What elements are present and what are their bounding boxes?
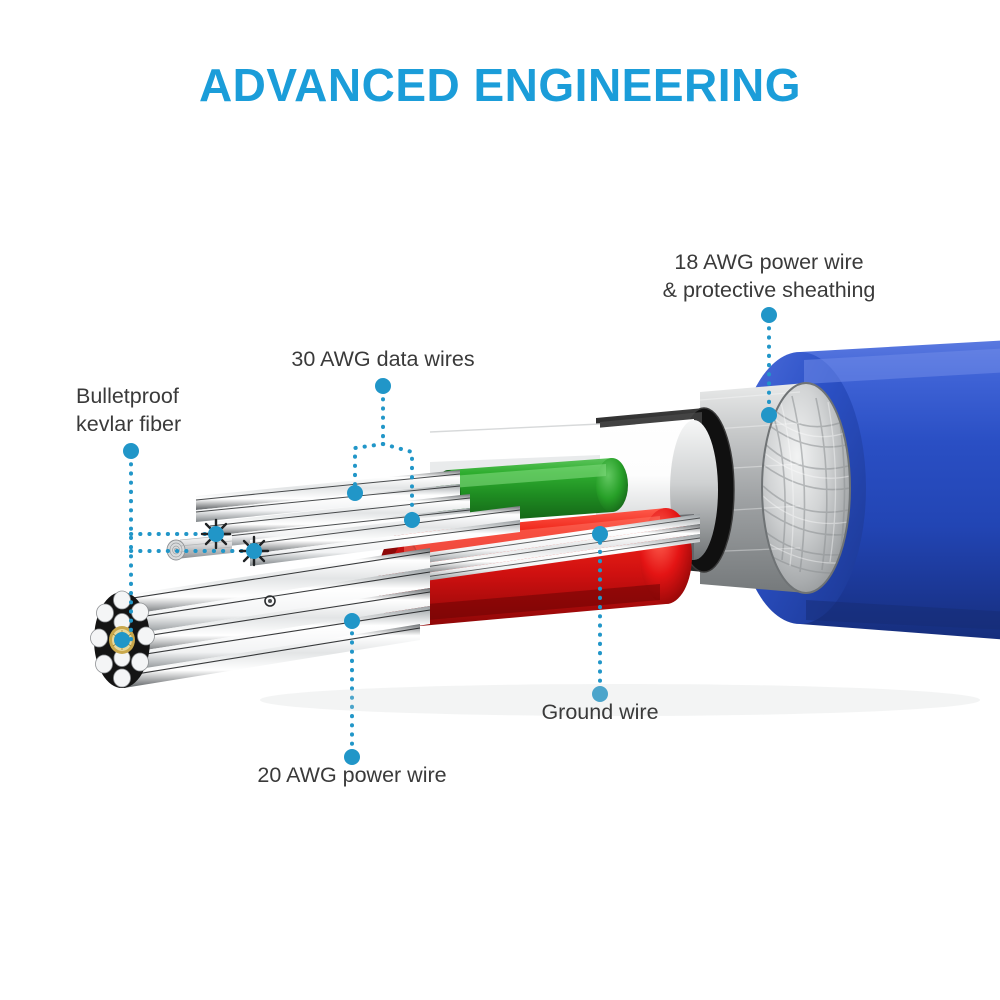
callout-kevlar-line-2: kevlar fiber bbox=[76, 412, 182, 437]
dot-ground-label bbox=[592, 686, 608, 702]
callout-leader-lines bbox=[129, 317, 771, 755]
kevlar-burst-markers bbox=[200, 518, 270, 567]
dot-kevlar-core bbox=[114, 632, 130, 648]
callout-sheathing-line-1: 18 AWG power wire bbox=[674, 250, 864, 274]
callout-label-kevlar: Bulletproof kevlar fiber bbox=[76, 382, 336, 439]
dot-data-target-b bbox=[404, 512, 420, 528]
data-wire-strand-bundle bbox=[195, 470, 521, 566]
dot-power20-target bbox=[344, 613, 360, 629]
dot-data-label bbox=[375, 378, 391, 394]
dot-ground-target bbox=[592, 526, 608, 542]
dot-power20-label bbox=[344, 749, 360, 765]
leader-data-left bbox=[353, 442, 385, 492]
dot-kevlar-label bbox=[123, 443, 139, 459]
dot-sheathing-label bbox=[761, 307, 777, 323]
cable-shadow bbox=[260, 684, 980, 716]
page-title: ADVANCED ENGINEERING bbox=[198, 59, 802, 111]
callout-kevlar-line-1: Bulletproof bbox=[76, 384, 179, 408]
dot-sheathing-target bbox=[761, 407, 777, 423]
callout-sheathing-line-2: & protective sheathing bbox=[662, 278, 876, 303]
leader-data-right bbox=[381, 442, 414, 518]
callout-label-ground: Ground wire bbox=[400, 698, 800, 726]
callout-label-sheathing: 18 AWG power wire & protective sheathing bbox=[569, 248, 969, 305]
callout-label-data-wires: 30 AWG data wires bbox=[183, 345, 583, 373]
callout-anchor-dots bbox=[114, 307, 777, 765]
callout-label-power20: 20 AWG power wire bbox=[152, 761, 552, 789]
callout-power20-line-1: 20 AWG power wire bbox=[257, 763, 447, 787]
ground-wire-strands bbox=[403, 514, 701, 584]
callout-ground-line-1: Ground wire bbox=[541, 700, 659, 724]
power-wire-strand-bundle bbox=[119, 548, 431, 688]
dot-data-target-a bbox=[347, 485, 363, 501]
callout-data-wires-line-1: 30 AWG data wires bbox=[291, 347, 475, 371]
